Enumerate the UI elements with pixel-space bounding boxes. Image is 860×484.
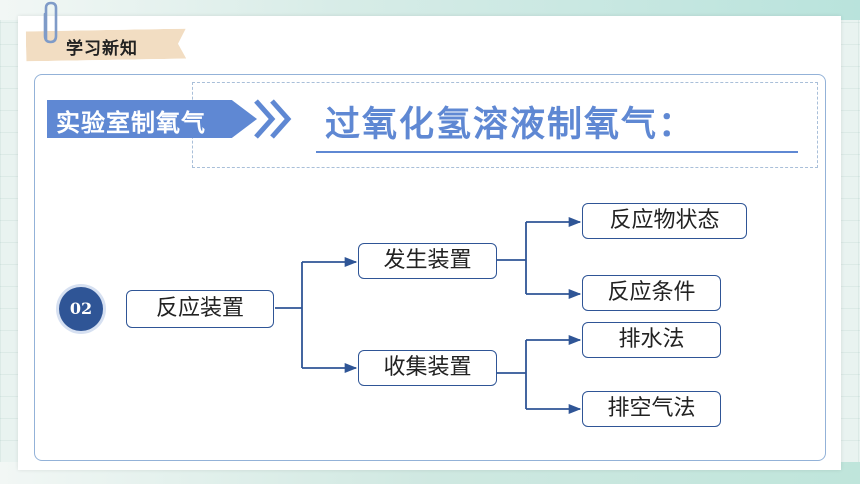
tree-leaf-node: 反应物状态 <box>582 203 747 239</box>
section-tag-label: 学习新知 <box>66 39 138 59</box>
double-chevron-icon <box>254 99 292 139</box>
topic-banner <box>47 100 257 138</box>
topic-banner-label: 实验室制氧气 <box>56 109 206 137</box>
tree-leaf-node: 排空气法 <box>582 391 721 427</box>
tree-branch-node-collection: 收集装置 <box>358 350 497 386</box>
tree-leaf-node: 排水法 <box>582 322 721 358</box>
title-underline <box>316 151 798 153</box>
tree-branch-node-generation: 发生装置 <box>358 243 497 279</box>
page-title: 过氧化氢溶液制氧气： <box>325 105 696 145</box>
background-top-band <box>0 0 860 20</box>
section-number-badge: 02 <box>59 287 103 331</box>
tree-root-node: 反应装置 <box>126 290 274 328</box>
tree-leaf-node: 反应条件 <box>582 275 721 311</box>
paperclip-icon <box>43 1 58 44</box>
